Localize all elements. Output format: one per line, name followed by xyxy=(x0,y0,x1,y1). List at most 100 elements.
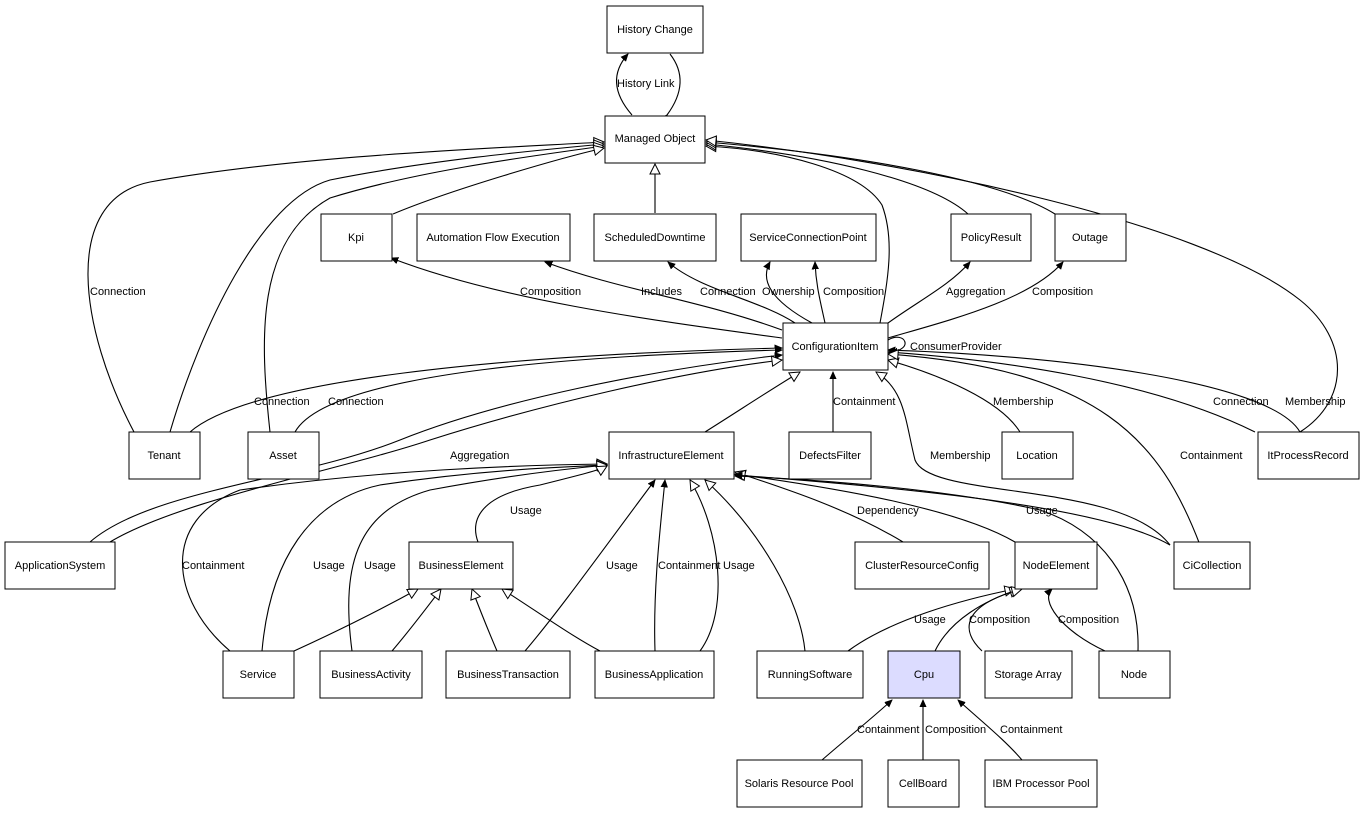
node-label: Managed Object xyxy=(615,133,696,145)
edges xyxy=(87,54,1339,761)
label-location-membership: Membership xyxy=(993,396,1054,408)
node-label: ScheduledDowntime xyxy=(605,232,706,244)
label-scp-composition: Composition xyxy=(823,286,884,298)
label-ibm-containment: Containment xyxy=(1000,724,1062,736)
node-label: Storage Array xyxy=(994,669,1062,681)
node-label: Location xyxy=(1016,450,1058,462)
node-policy-result[interactable]: PolicyResult xyxy=(950,213,1032,262)
label-cicoll-usage: Usage xyxy=(1026,505,1058,517)
label-history-link: History Link xyxy=(617,78,675,90)
label-node-composition: Composition xyxy=(1058,614,1119,626)
node-automation-flow-execution[interactable]: Automation Flow Execution xyxy=(416,213,571,262)
node-service-connection-point[interactable]: ServiceConnectionPoint xyxy=(740,213,877,262)
node-node[interactable]: Node xyxy=(1098,650,1171,699)
label-cpu-composition: Composition xyxy=(969,614,1030,626)
label-asset-ci-connection: Connection xyxy=(328,396,384,408)
node-running-software[interactable]: RunningSoftware xyxy=(756,650,864,699)
node-business-transaction[interactable]: BusinessTransaction xyxy=(445,650,571,699)
edge-cpu xyxy=(821,700,1023,761)
label-cicoll-membership: Membership xyxy=(930,450,991,462)
node-cell-board[interactable]: CellBoard xyxy=(887,759,960,808)
node-tenant[interactable]: Tenant xyxy=(128,431,201,480)
node-outage[interactable]: Outage xyxy=(1054,213,1127,262)
node-label: BusinessActivity xyxy=(331,669,411,681)
label-service-containment: Containment xyxy=(182,560,244,572)
label-sd-connection: Connection xyxy=(700,286,756,298)
node-label: Cpu xyxy=(914,669,934,681)
label-cluster-dependency: Dependency xyxy=(857,505,919,517)
label-appsys-aggregation: Aggregation xyxy=(450,450,509,462)
edge-ci-row3 xyxy=(391,258,1063,352)
node-label: Tenant xyxy=(147,450,180,462)
label-bapp-containment: Containment xyxy=(658,560,720,572)
label-kpi-composition: Composition xyxy=(520,286,581,298)
label-itpr-connection: Connection xyxy=(1213,396,1269,408)
label-tenant-mo-connection: Connection xyxy=(90,286,146,298)
node-label: IBM Processor Pool xyxy=(992,778,1089,790)
node-label: Kpi xyxy=(348,232,364,244)
edge-generalization-managed-object xyxy=(87,140,1339,433)
node-ci-collection[interactable]: CiCollection xyxy=(1173,541,1251,590)
label-service-usage: Usage xyxy=(313,560,345,572)
node-business-activity[interactable]: BusinessActivity xyxy=(319,650,423,699)
node-business-element[interactable]: BusinessElement xyxy=(408,541,514,590)
node-label: BusinessElement xyxy=(419,560,504,572)
edge-mo-history xyxy=(615,54,681,115)
node-defects-filter[interactable]: DefectsFilter xyxy=(788,431,872,480)
node-node-element[interactable]: NodeElement xyxy=(1014,541,1098,590)
label-be-usage: Usage xyxy=(510,505,542,517)
label-tenant-ci-connection: Connection xyxy=(254,396,310,408)
node-label: DefectsFilter xyxy=(799,450,861,462)
node-label: PolicyResult xyxy=(961,232,1022,244)
node-label: RunningSoftware xyxy=(768,669,852,681)
node-label: CellBoard xyxy=(899,778,947,790)
edge-business-element xyxy=(293,589,601,652)
node-it-process-record[interactable]: ItProcessRecord xyxy=(1257,431,1360,480)
label-consumer-provider: ConsumerProvider xyxy=(910,341,1002,353)
node-label: ConfigurationItem xyxy=(792,341,879,353)
node-label: BusinessTransaction xyxy=(457,669,559,681)
node-business-application[interactable]: BusinessApplication xyxy=(594,650,715,699)
node-cluster-resource-config[interactable]: ClusterResourceConfig xyxy=(854,541,990,590)
node-label: History Change xyxy=(617,24,693,36)
label-scp-ownership: Ownership xyxy=(762,286,815,298)
node-service[interactable]: Service xyxy=(222,650,295,699)
label-ba-usage: Usage xyxy=(364,560,396,572)
edge-infra xyxy=(181,464,1171,652)
node-label: BusinessApplication xyxy=(605,669,703,681)
node-label: Asset xyxy=(269,450,297,462)
node-solaris-resource-pool[interactable]: Solaris Resource Pool xyxy=(736,759,863,808)
node-history-change[interactable]: History Change xyxy=(606,5,704,54)
node-label: Solaris Resource Pool xyxy=(745,778,854,790)
node-infrastructure-element[interactable]: InfrastructureElement xyxy=(608,431,735,480)
node-label: ClusterResourceConfig xyxy=(865,560,979,572)
label-rs-usage: Usage xyxy=(914,614,946,626)
node-label: ServiceConnectionPoint xyxy=(749,232,866,244)
node-label: ApplicationSystem xyxy=(15,560,106,572)
label-srp-containment: Containment xyxy=(857,724,919,736)
node-label: Node xyxy=(1121,669,1147,681)
label-defects-containment: Containment xyxy=(833,396,895,408)
node-ibm-processor-pool[interactable]: IBM Processor Pool xyxy=(984,759,1098,808)
edge-row5-ci xyxy=(89,348,1301,546)
label-afe-includes: Includes xyxy=(641,286,682,298)
label-itpr-membership: Membership xyxy=(1285,396,1346,408)
node-configuration-item[interactable]: ConfigurationItem xyxy=(782,322,889,371)
node-label: NodeElement xyxy=(1023,560,1090,572)
node-label: CiCollection xyxy=(1183,560,1242,572)
node-kpi[interactable]: Kpi xyxy=(320,213,393,262)
label-bapp-usage: Usage xyxy=(723,560,755,572)
node-cpu[interactable]: Cpu xyxy=(887,650,961,699)
node-location[interactable]: Location xyxy=(1001,431,1074,480)
edge-node-element xyxy=(847,589,1106,652)
node-application-system[interactable]: ApplicationSystem xyxy=(4,541,116,590)
node-label: Service xyxy=(240,669,277,681)
label-outage-composition: Composition xyxy=(1032,286,1093,298)
node-asset[interactable]: Asset xyxy=(247,431,320,480)
label-cellboard-composition: Composition xyxy=(925,724,986,736)
node-label: InfrastructureElement xyxy=(618,450,723,462)
node-storage-array[interactable]: Storage Array xyxy=(984,650,1073,699)
node-managed-object[interactable]: Managed Object xyxy=(604,115,706,164)
node-scheduled-downtime[interactable]: ScheduledDowntime xyxy=(593,213,717,262)
